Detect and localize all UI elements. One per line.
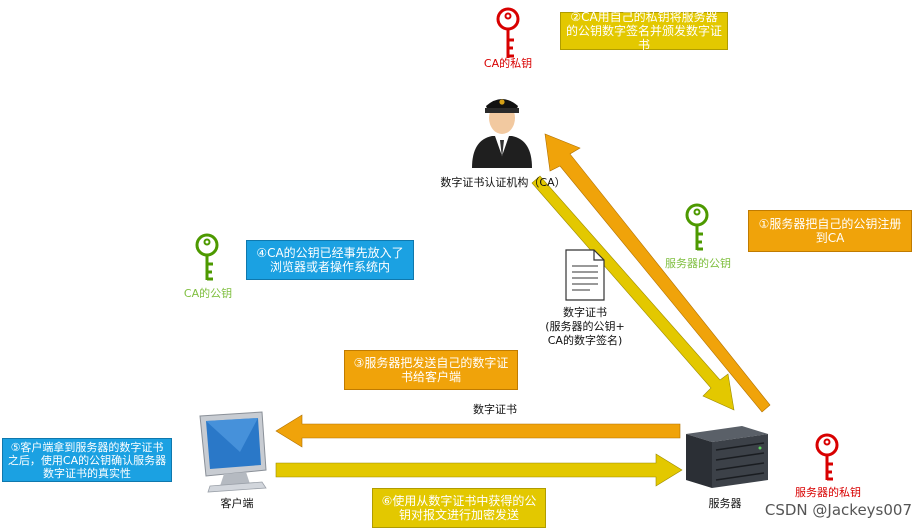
ca-public-key-label: CA的公钥 [183, 287, 233, 300]
server-private-key-label: 服务器的私钥 [795, 486, 861, 499]
arrow-server-to-ca [544, 133, 771, 413]
step-2-box: ②CA用自己的私钥将服务器的公钥数字签名并颁发数字证书 [560, 10, 728, 52]
ca-private-key-label: CA的私钥 [483, 57, 533, 70]
server-label: 服务器 [708, 497, 742, 510]
arrow-ca-to-server [531, 175, 735, 411]
arrow-server-to-client [275, 414, 681, 448]
ca-label: 数字证书认证机构（CA） [440, 176, 566, 189]
certificate-arrow-label: 数字证书 [473, 403, 517, 416]
server-public-key-label: 服务器的公钥 [665, 257, 731, 270]
step-6-box: ⑥使用从数字证书中获得的公钥对报文进行加密发送 [372, 488, 546, 528]
step-4-box: ④CA的公钥已经事先放入了浏览器或者操作系统内 [246, 240, 414, 280]
client-label: 客户端 [220, 497, 254, 510]
watermark: CSDN @Jackeys007 [764, 501, 912, 519]
certificate-detail-1: (服务器的公钥+ [545, 320, 625, 333]
arrow-client-to-server [275, 453, 683, 487]
certificate-label: 数字证书 [563, 306, 607, 319]
step-5-box: ⑤客户端拿到服务器的数字证书之后，使用CA的公钥确认服务器数字证书的真实性 [2, 438, 172, 482]
certificate-detail-2: CA的数字签名) [547, 334, 623, 347]
step-3-box: ③服务器把发送自己的数字证书给客户端 [344, 350, 518, 390]
step-1-box: ①服务器把自己的公钥注册到CA [748, 210, 912, 252]
